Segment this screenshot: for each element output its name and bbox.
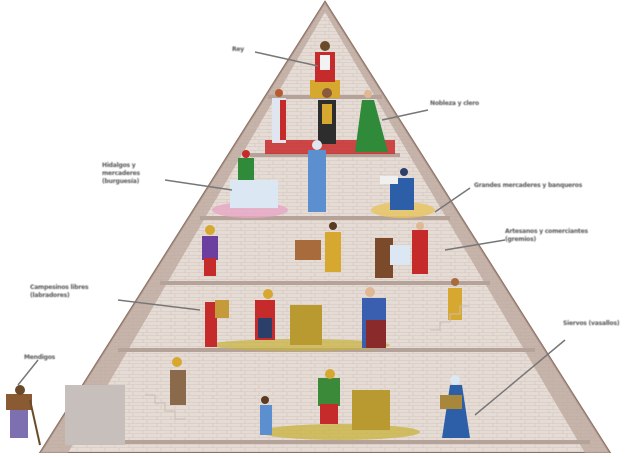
figure-noble bbox=[318, 88, 336, 144]
figure-child-sheaf bbox=[205, 300, 229, 347]
figure-reaper bbox=[255, 289, 275, 340]
figure-carpenter bbox=[295, 222, 341, 272]
figure-craftsman bbox=[202, 225, 218, 276]
wheat-sheaf bbox=[290, 305, 322, 345]
stairs-right bbox=[430, 305, 470, 331]
figure-woman-rake bbox=[362, 287, 386, 348]
figure-stair-climber bbox=[448, 278, 462, 320]
label-burghers: Hidalgos y mercaderes (burguesía) bbox=[102, 162, 140, 185]
leader-lines bbox=[17, 51, 566, 416]
stairs-left bbox=[145, 394, 185, 420]
figure-beggar bbox=[6, 385, 41, 446]
figure-woman-sheaf bbox=[440, 375, 470, 438]
figure-knight bbox=[308, 140, 326, 212]
label-serfs: Siervos (vasallos) bbox=[563, 320, 620, 327]
figure-bishop bbox=[272, 89, 286, 143]
label-free-peasants: Campesinos libres (labradores) bbox=[30, 284, 89, 299]
figure-boy-wood bbox=[260, 396, 272, 435]
figure-merchant-table bbox=[230, 150, 278, 208]
blank-patch bbox=[65, 385, 125, 445]
wheat-sheaf-bottom bbox=[352, 390, 390, 430]
label-beggars: Mendigos bbox=[24, 354, 56, 361]
figure-cloth-merchants bbox=[375, 222, 428, 278]
label-great-merchants: Grandes mercaderes y banqueros bbox=[474, 182, 583, 189]
figure-scholar bbox=[380, 168, 414, 210]
label-artisans: Artesanos y comerciantes (gremios) bbox=[505, 228, 588, 243]
figure-man-stairs bbox=[170, 357, 186, 405]
label-nobility-clergy: Nobleza y clero bbox=[430, 100, 479, 107]
figure-wheat-cutter bbox=[318, 369, 340, 424]
figure-lady bbox=[355, 90, 388, 152]
label-king: Rey bbox=[232, 46, 245, 53]
